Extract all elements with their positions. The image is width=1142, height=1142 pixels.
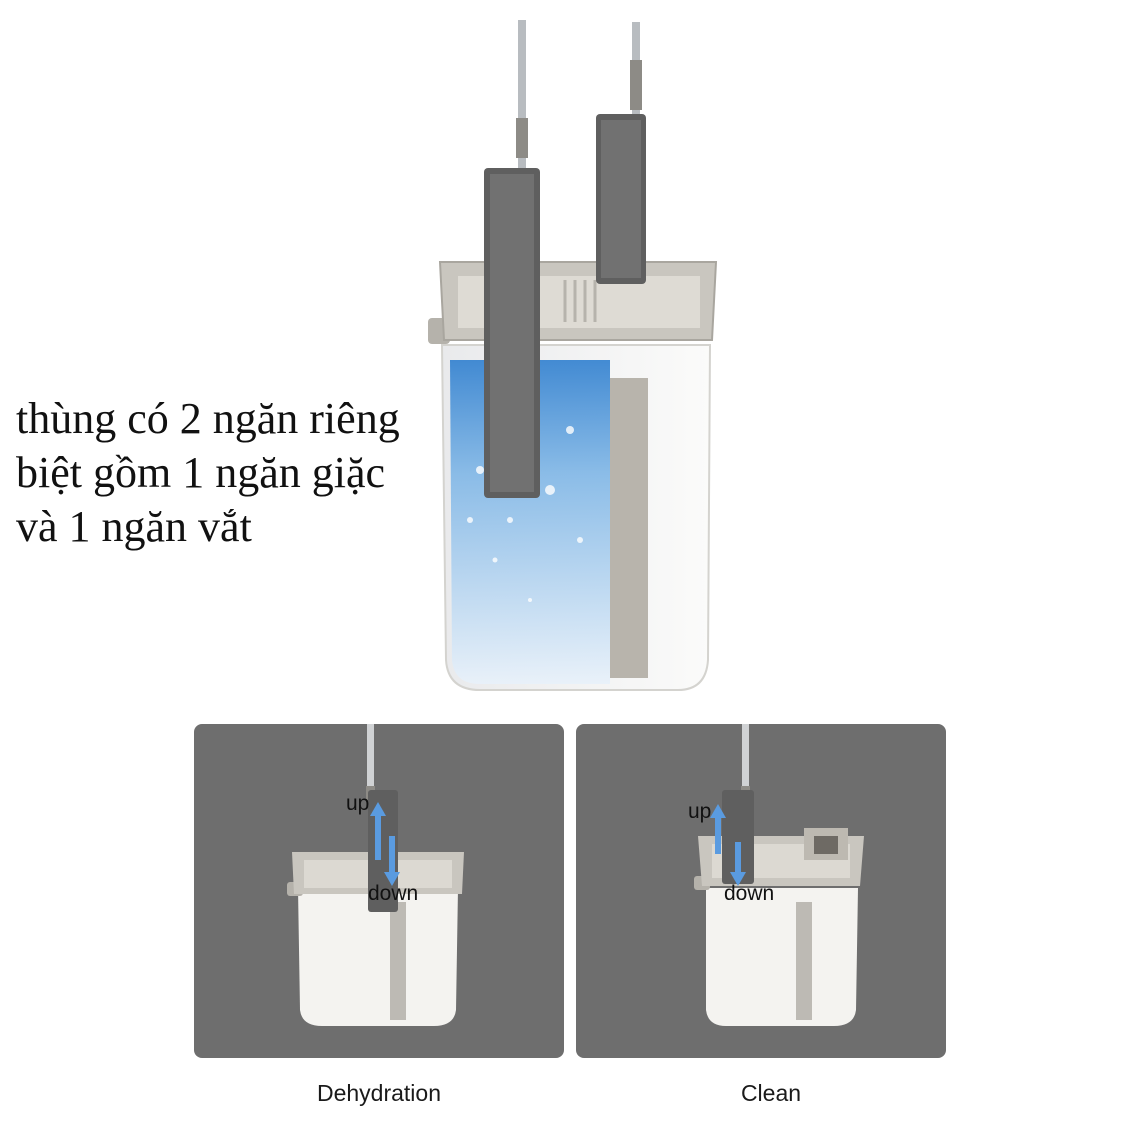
up-down-arrow-icon bbox=[370, 802, 400, 886]
mop-pad bbox=[722, 790, 754, 884]
up-down-arrow-icon bbox=[710, 804, 746, 886]
mop-pole-left bbox=[518, 20, 526, 170]
product-caption: thùng có 2 ngăn riêng biệt gồm 1 ngăn gi… bbox=[16, 392, 446, 554]
mop-pad-right bbox=[596, 114, 646, 284]
up-label: up bbox=[346, 792, 370, 815]
dehydration-caption: Dehydration bbox=[316, 1080, 442, 1106]
down-label: down bbox=[368, 882, 419, 905]
clean-caption: Clean bbox=[740, 1080, 802, 1106]
panel-clean: up down bbox=[576, 724, 946, 1058]
panel-dehydration: up down bbox=[194, 724, 564, 1058]
caption-line-1: thùng có 2 ngăn riêng bbox=[16, 394, 400, 443]
caption-line-2: biệt gồm 1 ngăn giặc bbox=[16, 448, 386, 497]
down-label: down bbox=[724, 882, 775, 905]
mop-pad-left bbox=[484, 168, 540, 498]
clean-illustration bbox=[694, 724, 864, 1026]
caption-line-3: và 1 ngăn vắt bbox=[16, 502, 252, 551]
bucket-stripe bbox=[610, 378, 648, 678]
up-label: up bbox=[688, 800, 712, 823]
hero-mop-bucket-image bbox=[428, 20, 718, 691]
